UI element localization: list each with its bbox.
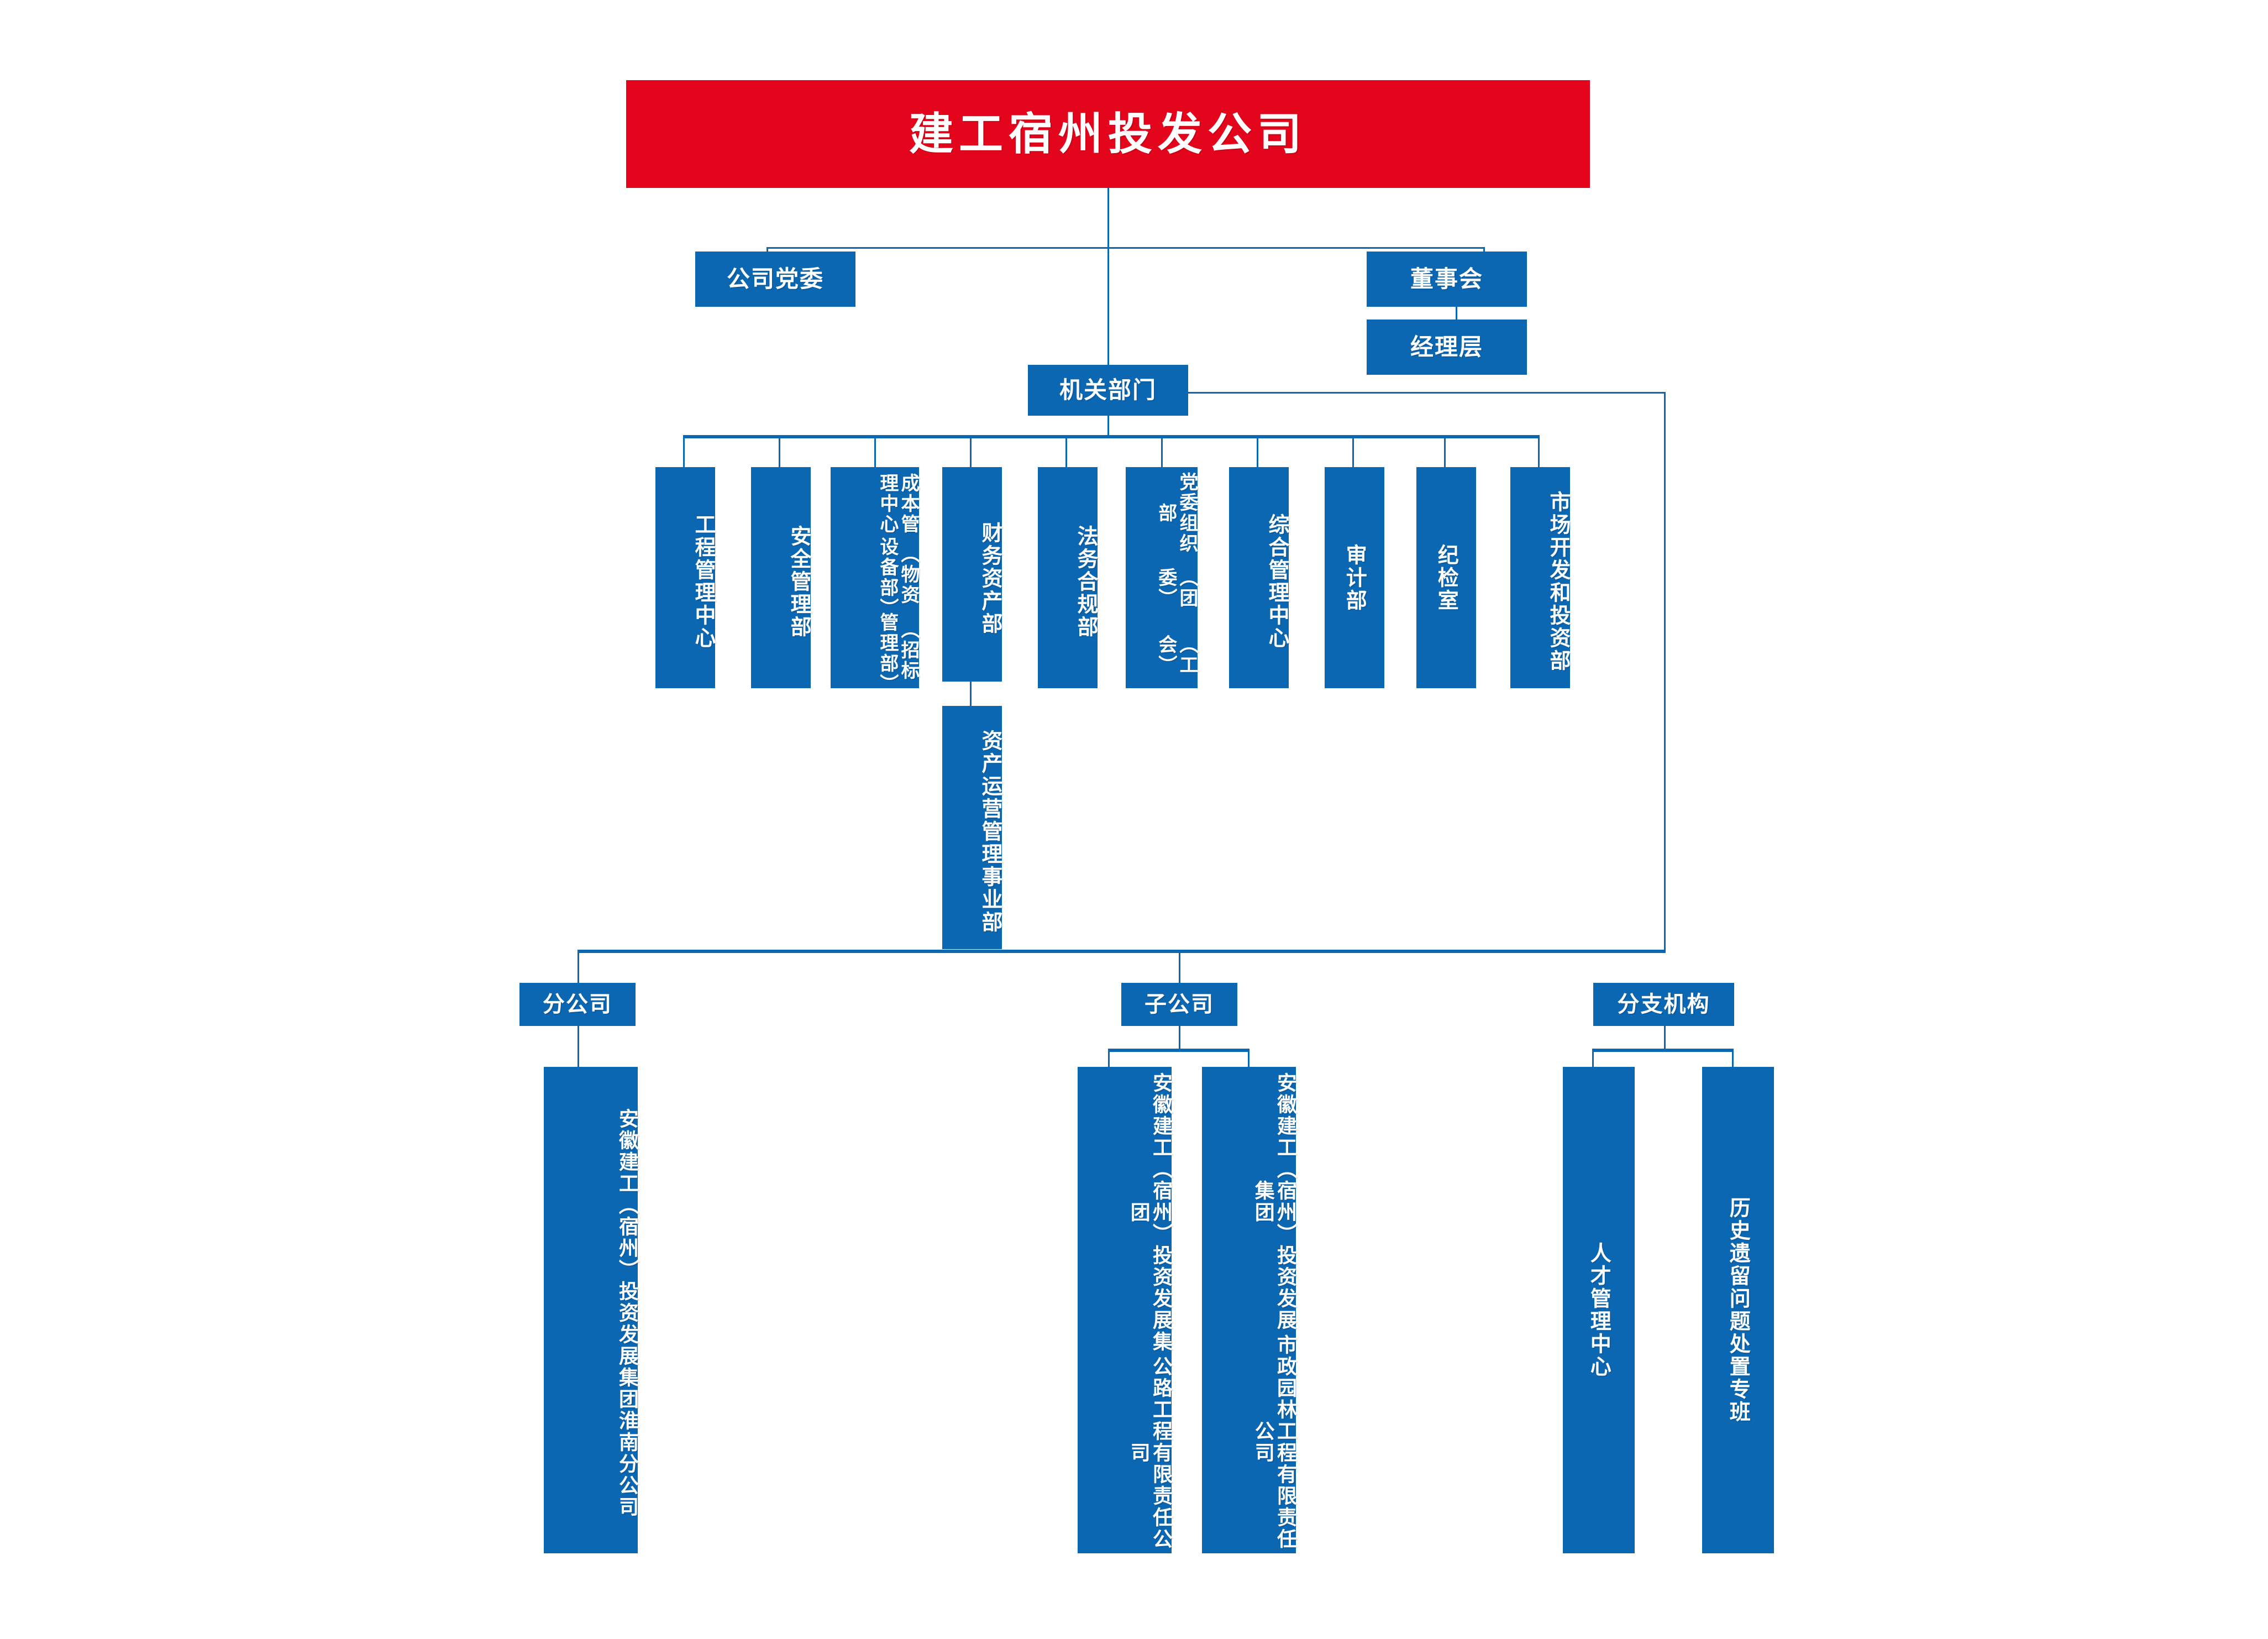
connector-dept-drop-6 <box>1161 435 1163 468</box>
connector-department-bar <box>683 435 1540 438</box>
group-child-branch-huainan[interactable]: 安徽建工（宿州）投资发展集团 淮南分公司 <box>544 1067 638 1553</box>
group-child-subsidiary-municipal-landscape[interactable]: 安徽建工（宿州）投资发展集团 市政园林工程有限责任公司 <box>1202 1067 1296 1553</box>
group-child-historical-issues-task-force[interactable]: 历史遗留问题处置专班 <box>1702 1067 1774 1553</box>
connector-agency-down <box>1107 415 1109 437</box>
connector-subsidiary-drop-2 <box>1248 1049 1250 1067</box>
department-node-asset-operation-management[interactable]: 资产运营管理事业部 <box>942 706 1002 949</box>
department-node-legal-compliance[interactable]: 法务合规部 <box>1038 467 1098 688</box>
department-node-finance-asset[interactable]: 财务资产部 <box>942 467 1002 682</box>
connector-dept-drop-7 <box>1257 435 1258 468</box>
connector-dept-drop-5 <box>1065 435 1067 468</box>
group-header-affiliated-organization[interactable]: 分支机构 <box>1593 983 1734 1026</box>
connector-agency-right <box>1107 392 1666 394</box>
connector-board-to-management <box>1456 305 1457 332</box>
department-node-engineering-management-center[interactable]: 工程管理中心 <box>655 467 716 688</box>
connector-root-down <box>1107 187 1109 248</box>
connector-right-spine <box>1664 392 1666 951</box>
department-label-line-2: （物资设备部） <box>876 536 920 619</box>
department-node-market-development-investment[interactable]: 市场开发和投资部 <box>1510 467 1571 688</box>
connector-bottom-drop-subsidiary <box>1179 950 1180 984</box>
department-label-line-1: 成本管理中心 <box>876 473 920 535</box>
connector-affiliate-drop-2 <box>1732 1049 1734 1067</box>
connector-dept-drop-9 <box>1444 435 1446 468</box>
connector-level2-bar <box>767 247 1485 249</box>
group-header-branch-company[interactable]: 分公司 <box>519 983 636 1026</box>
connector-subsidiary-drop-1 <box>1108 1049 1110 1067</box>
connector-dept-drop-2 <box>779 435 780 468</box>
child-label-line-2: 淮南分公司 <box>616 1410 638 1518</box>
department-label-line-1: 党委组织部 <box>1154 472 1198 554</box>
node-party-committee[interactable]: 公司党委 <box>695 252 855 307</box>
connector-finance-to-asset-ops <box>970 681 972 706</box>
connector-branch-to-child <box>578 1025 579 1067</box>
department-node-safety-management[interactable]: 安全管理部 <box>751 467 811 688</box>
child-label-line-1: 安徽建工（宿州）投资发展集团 <box>1127 1072 1172 1353</box>
connector-affiliate-down <box>1664 1025 1666 1050</box>
connector-affiliate-bar <box>1592 1049 1734 1052</box>
child-label-line-2: 公路工程有限责任公司 <box>1127 1356 1172 1551</box>
department-label-line-3: （招标管理部） <box>876 612 920 694</box>
department-node-party-organization[interactable]: 党委组织部 （团委） （工会） <box>1126 467 1198 688</box>
group-child-subsidiary-highway-engineering[interactable]: 安徽建工（宿州）投资发展集团 公路工程有限责任公司 <box>1078 1067 1172 1553</box>
connector-root-to-agency <box>1107 247 1109 373</box>
node-board-of-directors[interactable]: 董事会 <box>1367 252 1527 307</box>
node-management-layer[interactable]: 经理层 <box>1367 320 1527 375</box>
department-label-line-2: （团委） <box>1154 568 1198 609</box>
connector-dept-drop-4 <box>970 435 972 468</box>
child-label-line-1: 安徽建工（宿州）投资发展集团 <box>1251 1072 1296 1332</box>
group-child-talent-management-center[interactable]: 人才管理中心 <box>1563 1067 1635 1553</box>
department-node-general-management-center[interactable]: 综合管理中心 <box>1229 467 1289 688</box>
connector-bottom-drop-branch <box>578 950 579 984</box>
connector-subsidiary-bar <box>1108 1049 1250 1052</box>
child-label-line-1: 安徽建工（宿州）投资发展集团 <box>616 1108 638 1410</box>
connector-dept-drop-8 <box>1352 435 1354 468</box>
connector-dept-drop-10 <box>1538 435 1540 468</box>
root-node-company[interactable]: 建工宿州投发公司 <box>626 80 1590 188</box>
connector-affiliate-drop-1 <box>1592 1049 1594 1067</box>
department-label-line-3: （工会） <box>1154 634 1198 676</box>
connector-subsidiary-down <box>1179 1025 1180 1050</box>
department-node-discipline-inspection[interactable]: 纪检室 <box>1416 467 1476 688</box>
group-header-subsidiary-company[interactable]: 子公司 <box>1121 983 1237 1026</box>
connector-bottom-bar <box>578 950 1666 953</box>
node-agency-departments[interactable]: 机关部门 <box>1028 365 1188 416</box>
department-node-cost-management-center[interactable]: 成本管理中心 （物资设备部） （招标管理部） <box>831 467 920 694</box>
connector-dept-drop-1 <box>683 435 685 468</box>
department-node-audit[interactable]: 审计部 <box>1325 467 1384 688</box>
connector-dept-drop-3 <box>874 435 876 468</box>
child-label-line-2: 市政园林工程有限责任公司 <box>1251 1334 1296 1551</box>
